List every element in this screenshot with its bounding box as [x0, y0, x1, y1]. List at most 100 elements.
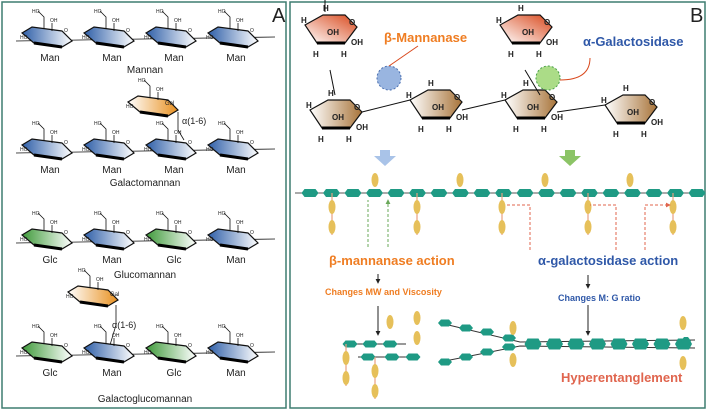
- ring-substituent: [223, 325, 239, 346]
- ho-label: HO: [218, 9, 226, 15]
- atom-label: H: [613, 130, 619, 139]
- atom-label: H: [536, 50, 542, 59]
- mannose-backbone-unit: [602, 189, 620, 197]
- galactoglucomannan-label: Galactoglucomannan: [98, 394, 193, 405]
- o-label: O: [64, 140, 68, 146]
- ho-label: HO: [94, 121, 102, 127]
- ho-label: HO: [138, 78, 146, 84]
- mannose-unit: [405, 353, 421, 361]
- ho-label: HO: [78, 268, 86, 274]
- mannose-unit: [384, 353, 400, 361]
- glucomannan-label: Glucomannan: [114, 270, 176, 281]
- atom-label: OH: [456, 113, 468, 122]
- galactose-side-unit: [584, 220, 592, 234]
- unit-label: Man: [226, 368, 245, 379]
- mannose-backbone-unit: [645, 189, 663, 197]
- galactose-side-unit: [371, 364, 379, 378]
- mannose-backbone-unit: [387, 189, 405, 197]
- galactose-side-unit: [413, 311, 421, 325]
- galactose-side-unit: [456, 173, 464, 187]
- o-label: O: [250, 140, 254, 146]
- pointer-line: [559, 57, 591, 81]
- mannose-unit: [524, 338, 542, 350]
- atom-label: OH: [551, 113, 563, 122]
- mannose-unit: [546, 338, 563, 350]
- mannose-backbone-unit: [688, 189, 706, 197]
- atom-label: OH: [356, 123, 368, 132]
- unit-label: Man: [226, 255, 245, 266]
- atom-label: O: [354, 103, 360, 112]
- atom-label: OH: [527, 103, 539, 112]
- ring-substituent: [161, 10, 177, 31]
- atom-label: H: [508, 50, 514, 59]
- atom-label: H: [341, 50, 347, 59]
- atom-label: OH: [332, 113, 344, 122]
- mannose-unit: [438, 319, 452, 327]
- galactose-side-unit: [342, 351, 350, 365]
- panel-a-frame: [1, 1, 287, 409]
- galactose-side-unit: [371, 384, 379, 398]
- o-label: O: [250, 230, 254, 236]
- ring-substituent: [37, 122, 53, 143]
- panel-a: HOOHHOOManHOOHHOOManHOOHHOOManHOOHHOOMan…: [15, 9, 276, 379]
- ring-edge: [33, 41, 63, 49]
- mannose-backbone-unit: [495, 189, 512, 197]
- mannose-backbone-unit: [344, 189, 362, 197]
- atom-label: H: [518, 4, 524, 13]
- ring-edge: [95, 356, 125, 364]
- ho-label: HO: [156, 324, 164, 330]
- mannose-unit: [459, 353, 473, 361]
- oh-label: OH: [112, 18, 120, 24]
- hyperentanglement-label: Hyperentanglement: [561, 370, 683, 385]
- ho-label: HO: [218, 211, 226, 217]
- ring-substituent: [99, 325, 115, 346]
- atom-label: OH: [351, 38, 363, 47]
- beta-mannanase-label: β-Mannanase: [384, 30, 467, 45]
- mannose-backbone-unit: [452, 189, 469, 197]
- oh-label: OH: [174, 130, 182, 136]
- ho-label: HO: [218, 324, 226, 330]
- mannose-unit: [502, 334, 516, 342]
- unit-label: Glc: [167, 368, 182, 379]
- mannose-backbone-unit: [473, 189, 491, 197]
- oh-label: OH: [236, 130, 244, 136]
- oh-label: OH: [112, 130, 120, 136]
- galactose-side-unit: [509, 321, 517, 335]
- mannose-unit: [438, 358, 452, 366]
- unit-label: Glc: [167, 255, 182, 266]
- atom-label: O: [349, 18, 355, 27]
- unit-label: Glc: [43, 255, 58, 266]
- unit-label: Man: [102, 255, 121, 266]
- ho-label: HO: [144, 237, 152, 243]
- atom-label: OH: [432, 103, 444, 112]
- atom-label: O: [454, 93, 460, 102]
- ho-label: HO: [20, 350, 28, 356]
- alpha-1-6-link: [109, 305, 117, 346]
- oh-label: OH: [112, 333, 120, 339]
- galactose-side-unit: [386, 315, 394, 329]
- o-label: O: [64, 343, 68, 349]
- galactose-side-unit: [679, 356, 687, 370]
- galactose-side-unit: [342, 371, 350, 385]
- mannose-unit: [480, 348, 494, 356]
- ring-substituent: [99, 10, 115, 31]
- galactose-side-unit: [328, 220, 336, 234]
- oh-label: OH: [174, 220, 182, 226]
- ring-substituent: [37, 10, 53, 31]
- o-label: O: [188, 230, 192, 236]
- ho-label: HO: [206, 237, 214, 243]
- panel-b-letter: B: [690, 5, 703, 27]
- ho-label: HO: [20, 147, 28, 153]
- o-label: O: [126, 230, 130, 236]
